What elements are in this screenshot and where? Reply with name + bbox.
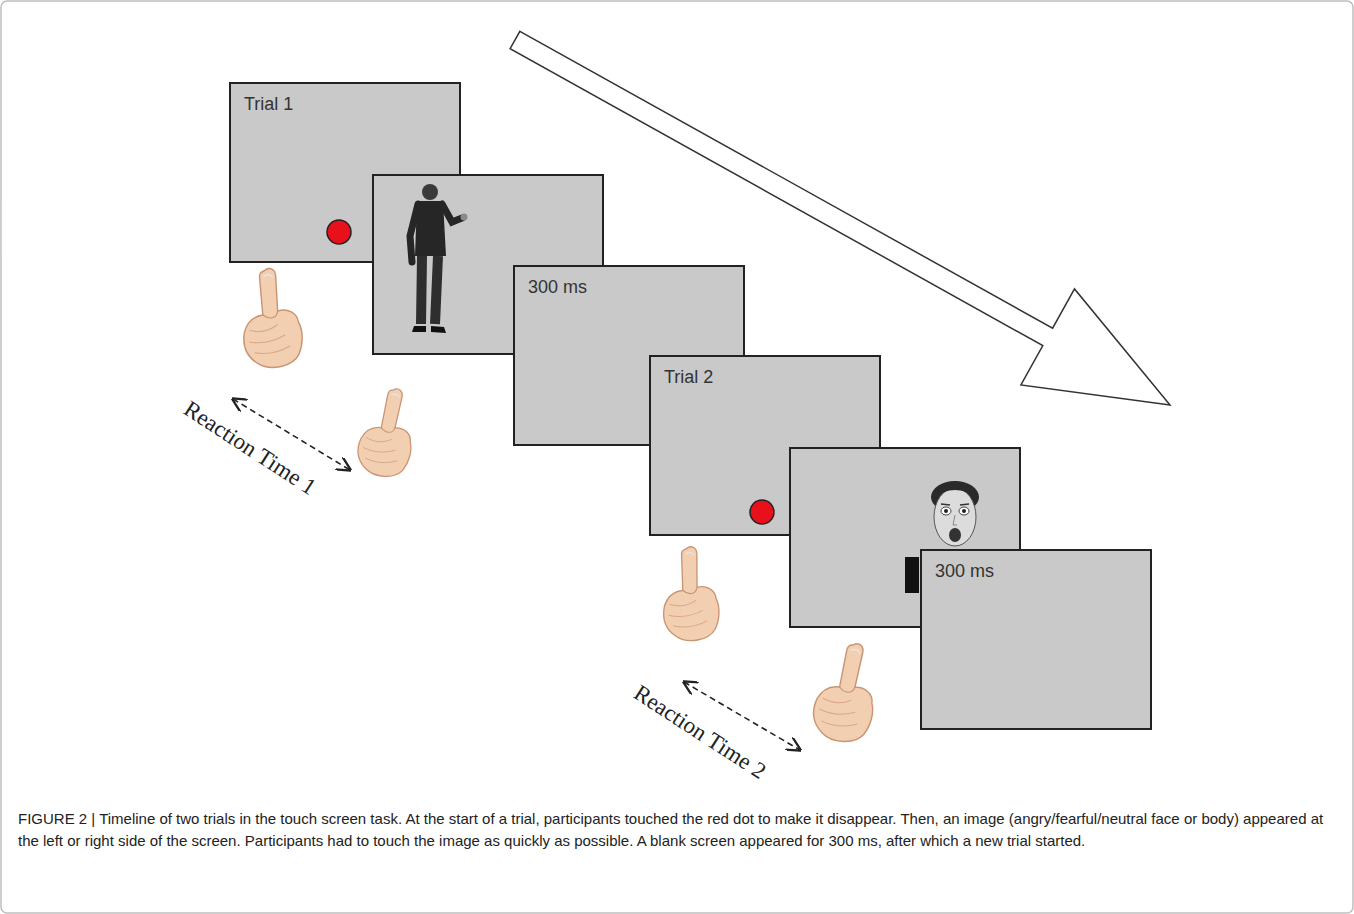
screen-box: 300 ms bbox=[920, 549, 1152, 730]
pointing-hand bbox=[355, 385, 419, 480]
body-block bbox=[905, 557, 919, 593]
pointing-hand bbox=[234, 265, 306, 371]
pointing-hand bbox=[810, 639, 882, 745]
screen-label: 300 ms bbox=[935, 561, 994, 582]
figure-caption: FIGURE 2 | Timeline of two trials in the… bbox=[18, 808, 1334, 852]
body-figure bbox=[410, 184, 468, 333]
screen-label: Trial 2 bbox=[664, 367, 713, 388]
reaction-time-label: Reaction Time 2 bbox=[629, 680, 771, 785]
screen-label: 300 ms bbox=[528, 277, 587, 298]
pointing-hand bbox=[658, 545, 721, 643]
red-dot bbox=[327, 220, 351, 244]
face-figure bbox=[931, 481, 979, 546]
red-dot bbox=[750, 500, 774, 524]
screen-label: Trial 1 bbox=[244, 94, 293, 115]
reaction-time-label: Reaction Time 1 bbox=[179, 396, 321, 501]
